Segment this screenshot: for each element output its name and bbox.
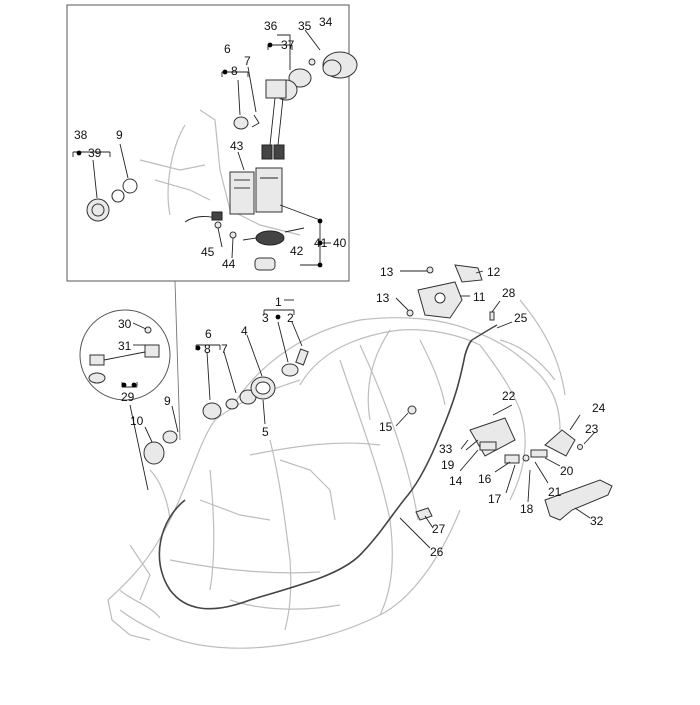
- label-14: 14: [449, 474, 463, 488]
- label-12: 12: [487, 265, 501, 279]
- label-23: 23: [585, 422, 599, 436]
- label-17: 17: [488, 492, 502, 506]
- part-42-key: [242, 230, 285, 246]
- label-20: 20: [560, 464, 574, 478]
- part-44-screw: [229, 231, 237, 239]
- label-26: 26: [430, 545, 444, 559]
- label-5: 5: [262, 425, 269, 439]
- label-6a: 6: [224, 42, 231, 56]
- label-37: 37: [281, 38, 295, 52]
- label-45: 45: [201, 245, 215, 259]
- label-24: 24: [592, 401, 606, 415]
- scooter-frame: [107, 299, 566, 649]
- part-24-actuator: [530, 429, 576, 458]
- part-34-lock-cylinder: [322, 51, 358, 79]
- part-12-bracket: [454, 264, 483, 283]
- label-9a: 9: [116, 128, 123, 142]
- part-31-wire: [88, 344, 160, 384]
- inset-frame: [139, 109, 301, 236]
- part-41-key: [254, 257, 276, 271]
- part-10-sensor: [143, 430, 178, 465]
- label-35: 35: [298, 19, 312, 33]
- label-6b: 6: [205, 327, 212, 341]
- label-16: 16: [478, 472, 492, 486]
- part-45-clip: [214, 221, 222, 229]
- label-32: 32: [590, 514, 604, 528]
- label-13b: 13: [376, 291, 390, 305]
- label-40: 40: [333, 236, 347, 250]
- label-38: 38: [74, 128, 88, 142]
- inset-panel: [66, 4, 350, 282]
- label-3: 3: [262, 311, 269, 325]
- label-7b: 7: [221, 342, 228, 356]
- part-36-connector: [265, 79, 287, 99]
- part-27-clip: [415, 507, 433, 521]
- label-15: 15: [379, 420, 393, 434]
- label-33: 33: [439, 442, 453, 456]
- part-39-o-ring: [111, 189, 125, 203]
- label-9b: 9: [164, 394, 171, 408]
- label-43: 43: [230, 139, 244, 153]
- part-43-control-unit: [229, 167, 283, 215]
- label-30: 30: [118, 317, 132, 331]
- label-4: 4: [241, 324, 248, 338]
- label-21: 21: [548, 485, 562, 499]
- callout-labels: 36 35 34 37 6 8 7 38 9 39 43 45 44 42 41…: [74, 15, 606, 559]
- label-44: 44: [222, 257, 236, 271]
- label-8a: 8: [231, 64, 238, 78]
- part-11-latch: [417, 281, 463, 319]
- label-10: 10: [130, 414, 144, 428]
- label-1: 1: [275, 295, 282, 309]
- label-22: 22: [502, 389, 516, 403]
- label-34: 34: [319, 15, 333, 29]
- label-13a: 13: [380, 265, 394, 279]
- part-35-screw: [308, 58, 316, 66]
- label-36: 36: [264, 19, 278, 33]
- label-19: 19: [441, 458, 455, 472]
- label-11: 11: [473, 290, 486, 304]
- label-2: 2: [287, 311, 294, 325]
- part-16-cable-end: [504, 454, 530, 464]
- label-41: 41: [314, 236, 328, 250]
- label-27: 27: [432, 522, 446, 536]
- label-25: 25: [514, 311, 528, 325]
- label-39: 39: [88, 146, 102, 160]
- part-4-5-switch-lock: [202, 348, 309, 420]
- part-38-sensor: [86, 198, 110, 222]
- label-42: 42: [290, 244, 304, 258]
- label-29: 29: [121, 390, 135, 404]
- cable-26: [158, 339, 473, 610]
- part-32-handle: [544, 479, 613, 521]
- label-8b: 8: [204, 342, 211, 356]
- label-28: 28: [502, 286, 516, 300]
- label-18: 18: [520, 502, 534, 516]
- part-8-ring: [233, 116, 249, 130]
- label-7a: 7: [244, 54, 251, 68]
- label-31: 31: [118, 339, 132, 353]
- part-14-lock: [469, 417, 516, 457]
